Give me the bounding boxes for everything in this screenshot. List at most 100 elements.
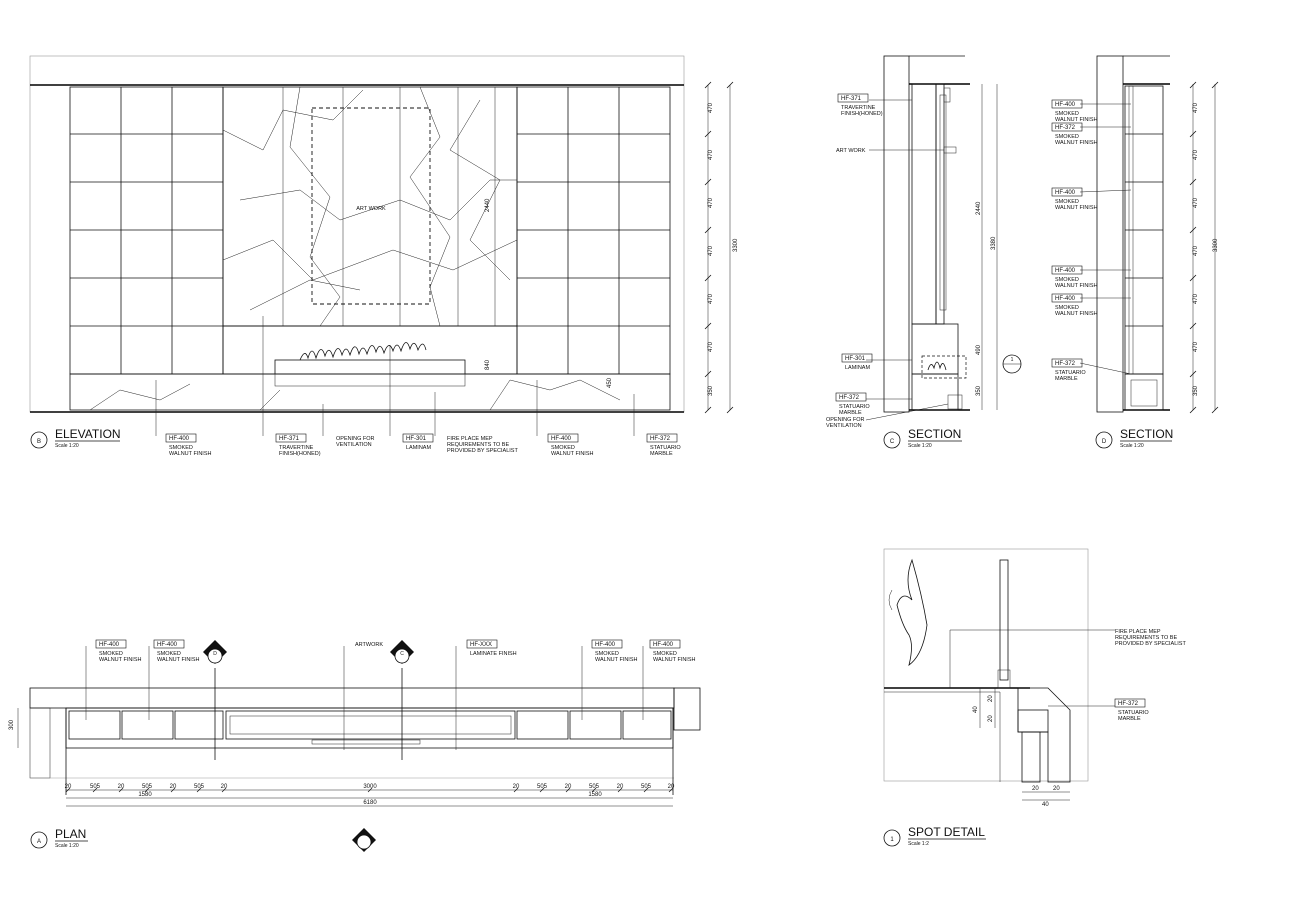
tag-note: STATUARIO: [650, 445, 681, 451]
spot-letter: 1: [890, 837, 894, 843]
spot-dim-v20b: 20: [988, 715, 994, 722]
tag-code: HF-301: [845, 356, 866, 362]
tag-box: [275, 433, 307, 443]
tag-note: VENTILATION: [826, 423, 862, 429]
plan-dim-segment: 505: [142, 784, 153, 790]
tag-note: STATUARIO: [1118, 710, 1149, 716]
artwork-frame: [311, 107, 431, 305]
dim-tick: [1189, 81, 1197, 89]
ventilation-opening: [274, 373, 466, 387]
tag-box: [547, 433, 579, 443]
tag-note: SMOKED: [169, 445, 193, 451]
tag-box: [153, 639, 185, 649]
spot-marble: [1017, 687, 1071, 783]
tag-box: [646, 433, 678, 443]
plan-marker-c: C: [400, 651, 404, 657]
section-marker-c: C: [390, 640, 414, 760]
dim-tick: [704, 322, 712, 330]
section-c-scale: Scale 1:20: [908, 443, 932, 449]
dim-tick: [643, 787, 649, 793]
dim-tick: [367, 787, 373, 793]
plan-dim-segment: 20: [668, 784, 675, 790]
spot-scale: Scale 1:2: [908, 841, 929, 847]
dim-tick: [617, 787, 623, 793]
tag-note: WALNUT FINISH: [551, 451, 594, 457]
dim-tick: [1189, 406, 1197, 414]
tag-note: SMOKED: [1055, 111, 1079, 117]
tag-box: [402, 433, 434, 443]
dim-350: 350: [708, 385, 714, 396]
leader-line: [865, 403, 949, 421]
tag-code: HF-XXX: [470, 642, 492, 648]
dim-tick: [565, 787, 571, 793]
dim-840: 840: [485, 359, 491, 370]
spot-detail-view: 20 20 40 20 20 40 1 SPOT DETAIL Scale 1:…: [883, 548, 1115, 847]
tag-note: REQUIREMENTS TO BE: [1115, 635, 1177, 641]
dim-450: 450: [607, 377, 613, 388]
spot-dim-h20a: 20: [1032, 786, 1039, 792]
sec-d-dim-4: 470: [1193, 245, 1199, 256]
tag-note: WALNUT FINISH: [595, 657, 638, 663]
tag-code: HF-400: [1055, 190, 1076, 196]
spot-dim-v40: 40: [973, 706, 979, 713]
dim-3300: 3300: [733, 238, 739, 252]
sec-d-dim-total: 3300: [1213, 238, 1219, 252]
dim-470-5: 470: [708, 293, 714, 304]
section-d-letter: D: [1102, 439, 1107, 445]
tag-note: SMOKED: [653, 651, 677, 657]
section-d-right-dims: 470 470 470 470 470 470 350 3300: [1193, 102, 1219, 396]
dim-tick: [1189, 130, 1197, 138]
dim-tick: [1189, 226, 1197, 234]
tag-code: HF-400: [1055, 268, 1076, 274]
section-d-wall: [1096, 55, 1124, 413]
sec-c-dim-490: 490: [976, 344, 982, 355]
plan-dim-300: 300: [9, 719, 15, 730]
dim-tick: [704, 274, 712, 282]
tag-note: LAMINAM: [406, 445, 431, 451]
tag-note: WALNUT FINISH: [169, 451, 212, 457]
dim-tick: [704, 370, 712, 378]
tag-note: FINISH(HONED): [279, 451, 321, 457]
section-d-title: SECTION: [1120, 427, 1173, 441]
elevation-frame: [29, 55, 685, 413]
spot-frame: [883, 548, 1089, 782]
plan-dim-1580-left: 1580: [138, 792, 152, 798]
tag-box: [1051, 358, 1083, 368]
sec-d-dim-6: 470: [1193, 341, 1199, 352]
tag-box: [95, 639, 127, 649]
tag-code: HF-400: [169, 436, 190, 442]
tag-note: SMOKED: [99, 651, 123, 657]
tag-note: OPENING FOR: [336, 436, 375, 442]
tag-note: FINISH(HONED): [841, 111, 883, 117]
plan-dim-segment: 20: [565, 784, 572, 790]
leader-line: [1079, 362, 1132, 375]
dim-tick: [1189, 178, 1197, 186]
tag-box: [835, 392, 867, 402]
section-c-title: SECTION: [908, 427, 961, 441]
tag-note: WALNUT FINISH: [157, 657, 200, 663]
tag-code: HF-372: [1055, 125, 1076, 131]
dim-tick: [221, 787, 227, 793]
dim-tick: [539, 787, 545, 793]
walnut-panel-right: [516, 86, 671, 375]
tag-box: [1114, 698, 1146, 708]
dim-tick: [1189, 370, 1197, 378]
tag-note: PROVIDED BY SPECIALIST: [1115, 641, 1186, 647]
tag-note: TRAVERTINE: [841, 105, 876, 111]
tag-note: WALNUT FINISH: [99, 657, 142, 663]
dim-tick: [704, 81, 712, 89]
dim-470-4: 470: [708, 245, 714, 256]
tag-note: WALNUT FINISH: [1055, 311, 1098, 317]
section-c-view: 2440 3380 490 350 1 C SECTION Scale 1:20: [883, 55, 1022, 449]
tag-note: REQUIREMENTS TO BE: [447, 442, 509, 448]
sec-c-dim-3380: 3380: [991, 236, 997, 250]
plan-dim-1580-right: 1580: [588, 792, 602, 798]
tag-code: HF-372: [1055, 361, 1076, 367]
plan-dim-segment: 505: [90, 784, 101, 790]
plan-dim-segment: 505: [194, 784, 205, 790]
plan-wall: [29, 687, 675, 709]
